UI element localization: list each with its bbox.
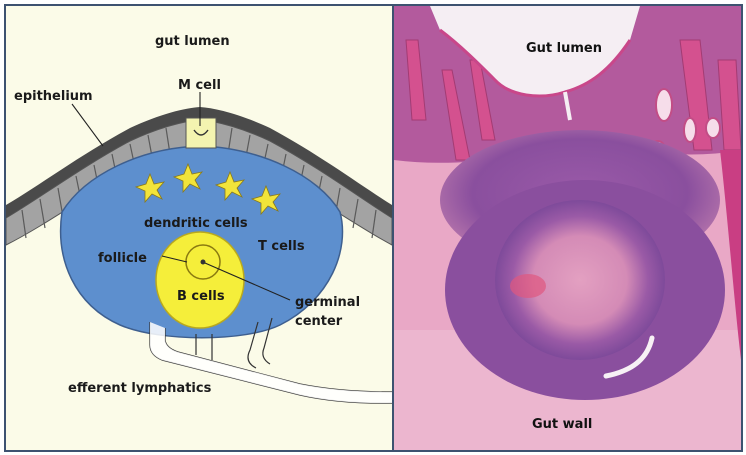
label-germinal-center-line2: center	[295, 314, 343, 329]
label-micro-gut-wall: Gut wall	[532, 417, 592, 432]
label-gut-lumen: gut lumen	[155, 34, 230, 49]
schematic-panel: gut lumen M cell epithelium dendritic ce…	[6, 6, 392, 450]
label-efferent-lymphatics: efferent lymphatics	[68, 381, 212, 396]
label-dendritic-cells: dendritic cells	[144, 216, 248, 231]
micrograph-panel: Gut lumen Gut wall	[394, 6, 741, 450]
label-micro-gut-lumen: Gut lumen	[526, 41, 602, 56]
germinal-center-dot	[201, 260, 206, 265]
label-b-cells: B cells	[177, 289, 225, 304]
micrograph-germinal-center-redspot	[510, 274, 546, 298]
label-follicle: follicle	[98, 251, 147, 266]
m-cell	[186, 118, 216, 148]
label-m-cell: M cell	[178, 78, 221, 93]
label-t-cells: T cells	[258, 239, 305, 254]
label-germinal-center-line1: germinal	[295, 295, 360, 310]
label-epithelium: epithelium	[14, 89, 93, 104]
